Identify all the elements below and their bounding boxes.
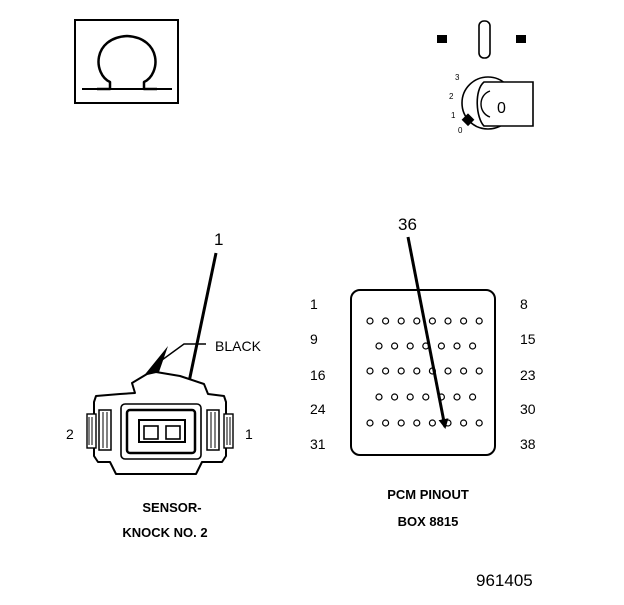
pcm-row-left-3: 16 bbox=[310, 367, 326, 383]
pcm-pin-cavity bbox=[391, 342, 399, 350]
pcm-pin-cavity bbox=[375, 393, 383, 401]
pcm-pin-cavity bbox=[469, 393, 477, 401]
pcm-pin-cavity bbox=[397, 419, 405, 427]
pcm-pin-cavity bbox=[422, 393, 430, 401]
pcm-pin-cavity bbox=[437, 342, 445, 350]
pcm-pin-cavity bbox=[475, 317, 483, 325]
pcm-pin-cavity bbox=[391, 393, 399, 401]
pcm-row-right-1: 8 bbox=[520, 296, 528, 312]
pcm-row-left-4: 24 bbox=[310, 401, 326, 417]
pcm-pin-cavity bbox=[366, 419, 374, 427]
pcm-pin-cavity bbox=[460, 317, 468, 325]
pcm-pin-cavity bbox=[444, 367, 452, 375]
pcm-row-right-4: 30 bbox=[520, 401, 536, 417]
pcm-pin-cavity bbox=[413, 367, 421, 375]
pcm-pin-cavity bbox=[406, 393, 414, 401]
pcm-pin-cavity bbox=[413, 419, 421, 427]
pcm-pin-cavity bbox=[413, 317, 421, 325]
pcm-pin-grid bbox=[366, 317, 483, 427]
pcm-caption-line2: BOX 8815 bbox=[398, 514, 459, 529]
pcm-pin-cavity bbox=[444, 317, 452, 325]
pcm-pin-cavity bbox=[397, 317, 405, 325]
pcm-pin-cavity bbox=[366, 367, 374, 375]
pcm-connector: 36 1 9 16 24 31 8 15 23 30 38 PCM PINOUT… bbox=[310, 215, 536, 529]
pcm-pin-cavity bbox=[453, 393, 461, 401]
ohm-meter-icon bbox=[74, 19, 179, 104]
pcm-pin-cavity bbox=[382, 419, 390, 427]
pcm-pin-cavity bbox=[460, 367, 468, 375]
sensor-caption-line1: SENSOR- bbox=[142, 500, 201, 515]
ignition-position-3: 3 bbox=[455, 73, 460, 82]
ignition-switch-icon: 3 2 1 0 0 bbox=[437, 20, 534, 135]
pcm-pin-cavity bbox=[382, 317, 390, 325]
pcm-pin-cavity bbox=[469, 342, 477, 350]
pcm-pin-cavity bbox=[475, 367, 483, 375]
pcm-caption-line1: PCM PINOUT bbox=[387, 487, 469, 502]
sensor-callout-number: 1 bbox=[214, 230, 223, 249]
ignition-position-2: 2 bbox=[449, 92, 454, 101]
pcm-pin-cavity bbox=[460, 419, 468, 427]
pcm-row-left-1: 1 bbox=[310, 296, 318, 312]
figure-id: 961405 bbox=[476, 571, 533, 590]
ignition-position-0: 0 bbox=[458, 126, 463, 135]
pcm-row-right-3: 23 bbox=[520, 367, 536, 383]
pcm-pin-cavity bbox=[475, 419, 483, 427]
pcm-pin-cavity bbox=[366, 317, 374, 325]
pcm-pin-cavity bbox=[453, 342, 461, 350]
sensor-caption-line2: KNOCK NO. 2 bbox=[122, 525, 207, 540]
pcm-row-left-2: 9 bbox=[310, 331, 318, 347]
pcm-pin-cavity bbox=[382, 367, 390, 375]
sensor-pin-left-label: 2 bbox=[66, 426, 74, 442]
pcm-callout-number: 36 bbox=[398, 215, 417, 234]
pcm-row-right-5: 38 bbox=[520, 436, 536, 452]
pcm-row-right-2: 15 bbox=[520, 331, 536, 347]
pcm-row-left-5: 31 bbox=[310, 436, 326, 452]
wire-color-label: BLACK bbox=[215, 338, 262, 354]
pcm-pin-cavity bbox=[406, 342, 414, 350]
pcm-callout-arrow bbox=[406, 236, 449, 429]
pcm-pin-cavity bbox=[375, 342, 383, 350]
ignition-position-1: 1 bbox=[451, 111, 456, 120]
sensor-pin-right-label: 1 bbox=[245, 426, 253, 442]
knock-sensor-connector: 1 BLACK 2 1 SENSOR- KNOCK NO. 2 bbox=[66, 230, 262, 540]
ignition-key-label: 0 bbox=[497, 100, 506, 117]
pcm-pin-cavity bbox=[397, 367, 405, 375]
pcm-pin-cavity bbox=[428, 317, 436, 325]
pcm-pin-cavity bbox=[428, 419, 436, 427]
